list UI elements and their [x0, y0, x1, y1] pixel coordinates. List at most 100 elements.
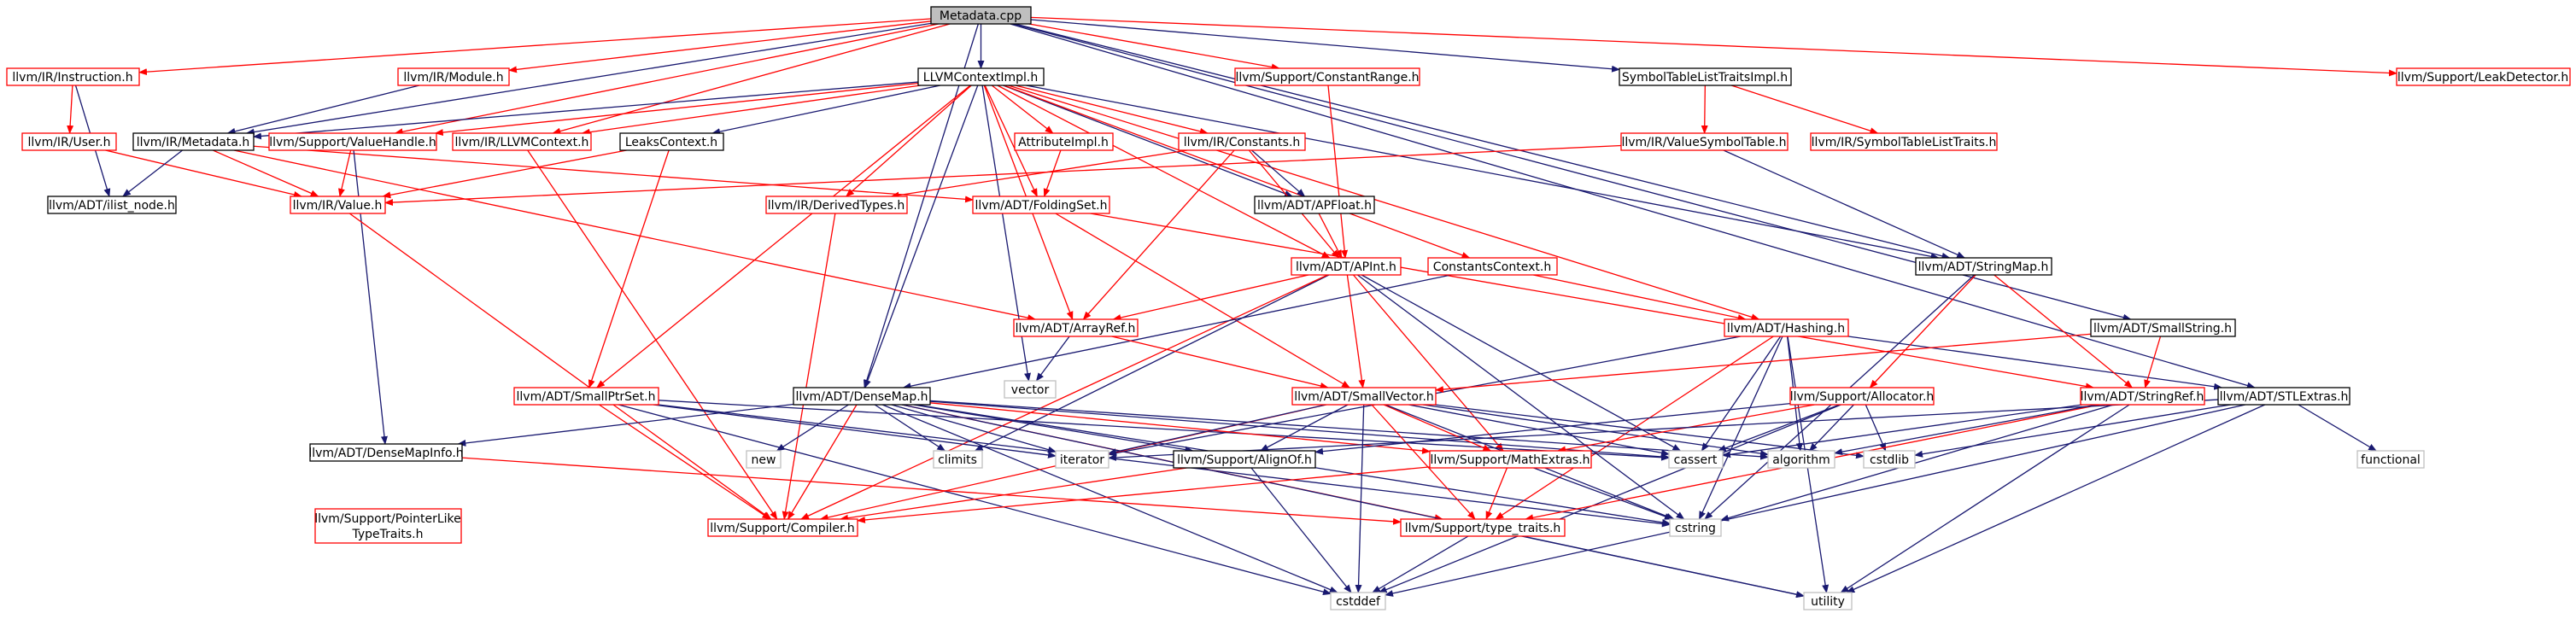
node-label: llvm/IR/Instruction.h: [12, 71, 132, 85]
node-cstring[interactable]: cstring: [1669, 518, 1722, 537]
edge-adt_apint-to-support_compiler: [800, 274, 1328, 520]
edge-ir_metadata-to-ir_value: [213, 149, 319, 197]
node-adt-apint[interactable]: llvm/ADT/APInt.h: [1291, 257, 1402, 276]
node-functional[interactable]: functional: [2356, 450, 2425, 469]
node-algorithm[interactable]: algorithm: [1767, 450, 1835, 469]
node-vector[interactable]: vector: [1004, 380, 1057, 399]
node-adt-stringmap[interactable]: llvm/ADT/StringMap.h: [1915, 257, 2052, 276]
node-ir-llvmcontext[interactable]: llvm/IR/LLVMContext.h: [452, 132, 592, 151]
node-support-allocator[interactable]: llvm/Support/Allocator.h: [1789, 387, 1935, 406]
node-ir-module[interactable]: llvm/IR/Module.h: [397, 67, 510, 86]
node-adt-densemapinfo[interactable]: llvm/ADT/DenseMapInfo.h: [308, 443, 464, 462]
edge-adt_hashing-to-cstring: [1698, 336, 1783, 520]
node-adt-smallstring[interactable]: llvm/ADT/SmallString.h: [2090, 318, 2236, 337]
node-adt-ilist-node[interactable]: llvm/ADT/ilist_node.h: [47, 196, 177, 214]
node-label: llvm/Support/MathExtras.h: [1430, 453, 1590, 467]
edge-llvmcontextimpl-to-adt_apfloat: [1003, 85, 1293, 197]
edge-llvmcontextimpl-to-constantscontext: [1004, 85, 1471, 259]
node-label: llvm/ADT/DenseMapInfo.h: [308, 447, 463, 460]
edge-adt_foldingset-to-adt_stringref: [1090, 213, 2094, 390]
node-cstdlib[interactable]: cstdlib: [1863, 450, 1916, 469]
edge-adt_apint-to-cassert: [1361, 274, 1682, 452]
node-label: llvm/ADT/Hashing.h: [1727, 322, 1845, 336]
node-support-alignof[interactable]: llvm/Support/AlignOf.h: [1173, 450, 1316, 469]
edge-ir_metadata-to-adt_arrayref: [233, 149, 1037, 322]
edge-adt_smallvector-to-iterator: [1108, 404, 1326, 455]
node-support-type-traits[interactable]: llvm/Support/type_traits.h: [1400, 518, 1566, 537]
edge-leakscontext-to-ir_value: [382, 149, 627, 199]
edge-llvmcontextimpl-to-adt_apint: [997, 85, 1331, 259]
edge-adt_hashing-to-cassert: [1701, 336, 1782, 452]
edge-adt_foldingset-to-adt_smallvector: [1055, 213, 1350, 388]
node-new[interactable]: new: [746, 450, 782, 469]
edge-support_allocator-to-algorithm: [1808, 404, 1854, 452]
node-label: llvm/Support/ConstantRange.h: [1235, 71, 1419, 85]
edge-support_allocator-to-support_alignof: [1314, 402, 1791, 455]
node-climits[interactable]: climits: [933, 450, 983, 469]
node-ir-valuesymboltable[interactable]: llvm/IR/ValueSymbolTable.h: [1620, 132, 1789, 151]
node-ir-symboltablelisttraits[interactable]: llvm/IR/SymbolTableListTraits.h: [1810, 132, 1998, 151]
edge-ir_constants-to-ir_derivedtypes: [890, 149, 1187, 199]
node-label: TypeTraits.h: [352, 528, 424, 541]
edge-adt_densemap-to-iterator: [891, 404, 1057, 453]
node-support-compiler[interactable]: llvm/Support/Compiler.h: [707, 518, 858, 537]
node-label: llvm/IR/User.h: [28, 136, 111, 149]
node-symbol-table-list-traits-impl[interactable]: SymbolTableListTraitsImpl.h: [1619, 67, 1792, 86]
node-constantscontext[interactable]: ConstantsContext.h: [1427, 257, 1558, 276]
edge-ir_metadata-to-adt_ilist_node: [122, 149, 183, 197]
edge-ir_llvmcontext-to-support_compiler: [527, 149, 778, 520]
node-cassert[interactable]: cassert: [1668, 450, 1724, 469]
node-ir-value[interactable]: llvm/IR/Value.h: [290, 196, 386, 214]
edge-llvmcontextimpl-to-attributeimpl: [991, 85, 1054, 134]
node-leakdetector[interactable]: llvm/Support/LeakDetector.h: [2396, 67, 2571, 86]
node-label: SymbolTableListTraitsImpl.h: [1622, 71, 1788, 85]
edge-support_mathextras-to-support_compiler: [857, 466, 1431, 523]
node-adt-densemap[interactable]: llvm/ADT/DenseMap.h: [793, 387, 931, 406]
node-support-mathextras[interactable]: llvm/Support/MathExtras.h: [1429, 450, 1592, 469]
node-valuehandle[interactable]: llvm/Support/ValueHandle.h: [268, 132, 437, 151]
node-ir-constants[interactable]: llvm/IR/Constants.h: [1178, 132, 1306, 151]
node-ir-metadata[interactable]: llvm/IR/Metadata.h: [132, 132, 255, 151]
node-ir-derivedtypes[interactable]: llvm/IR/DerivedTypes.h: [765, 196, 908, 214]
node-adt-stringref[interactable]: llvm/ADT/StringRef.h: [2080, 387, 2205, 406]
edge-metadata_cpp-to-constantrange: [1028, 23, 1280, 71]
node-label: cstddef: [1336, 595, 1381, 609]
edge-adt_smallvector-to-cstdlib: [1435, 404, 1865, 459]
node-adt-smallptrset[interactable]: llvm/ADT/SmallPtrSet.h: [513, 387, 659, 406]
node-leakscontext[interactable]: LeaksContext.h: [619, 132, 724, 151]
node-label: llvm/Support/type_traits.h: [1405, 522, 1561, 535]
node-utility[interactable]: utility: [1803, 592, 1853, 610]
node-label: llvm/ADT/APInt.h: [1296, 260, 1396, 274]
edge-llvmcontextimpl-to-ir_llvmcontext: [581, 85, 921, 136]
node-label: llvm/Support/LeakDetector.h: [2397, 71, 2568, 85]
edge-adt_smallptrset-to-cstring: [658, 404, 1671, 528]
node-label: llvm/ADT/SmallVector.h: [1294, 390, 1434, 404]
node-cstddef[interactable]: cstddef: [1330, 592, 1386, 610]
node-adt-foldingset[interactable]: llvm/ADT/FoldingSet.h: [972, 196, 1110, 214]
node-constantrange[interactable]: llvm/Support/ConstantRange.h: [1234, 67, 1420, 86]
node-llvmcontextimpl[interactable]: LLVMContextImpl.h: [917, 67, 1045, 86]
node-label: llvm/Support/Compiler.h: [710, 522, 855, 535]
edge-ir_user-to-ir_value: [105, 149, 302, 198]
node-adt-arrayref[interactable]: llvm/ADT/ArrayRef.h: [1013, 318, 1139, 337]
node-metadata-cpp[interactable]: Metadata.cpp: [930, 6, 1032, 25]
node-iterator[interactable]: iterator: [1055, 450, 1109, 469]
edge-llvmcontextimpl-to-ir_constants: [1015, 85, 1209, 135]
node-adt-smallvector[interactable]: llvm/ADT/SmallVector.h: [1291, 387, 1437, 406]
node-ir-user[interactable]: llvm/IR/User.h: [21, 132, 117, 151]
node-adt-apfloat[interactable]: llvm/ADT/APFloat.h: [1254, 196, 1375, 214]
edge-adt_stringmap-to-adt_stringref: [1993, 274, 2134, 388]
edge-support_allocator-to-cstdlib: [1865, 404, 1887, 452]
edge-support_mathextras-to-support_type_traits: [1485, 467, 1508, 520]
node-adt-hashing[interactable]: llvm/ADT/Hashing.h: [1724, 318, 1849, 337]
edge-adt_stringref-to-cstring: [1720, 404, 2114, 522]
edge-ir_valuesymboltable-to-adt_stringmap: [1723, 149, 1966, 259]
node-adt-stlextras[interactable]: llvm/ADT/STLExtras.h: [2217, 387, 2351, 406]
edge-support_alignof-to-cstddef: [1250, 467, 1352, 593]
node-attributeimpl[interactable]: AttributeImpl.h: [1014, 132, 1114, 151]
node-label: llvm/ADT/APFloat.h: [1257, 199, 1372, 213]
edge-adt_arrayref-to-vector: [1035, 336, 1070, 382]
node-ir-instruction[interactable]: llvm/IR/Instruction.h: [6, 67, 140, 86]
